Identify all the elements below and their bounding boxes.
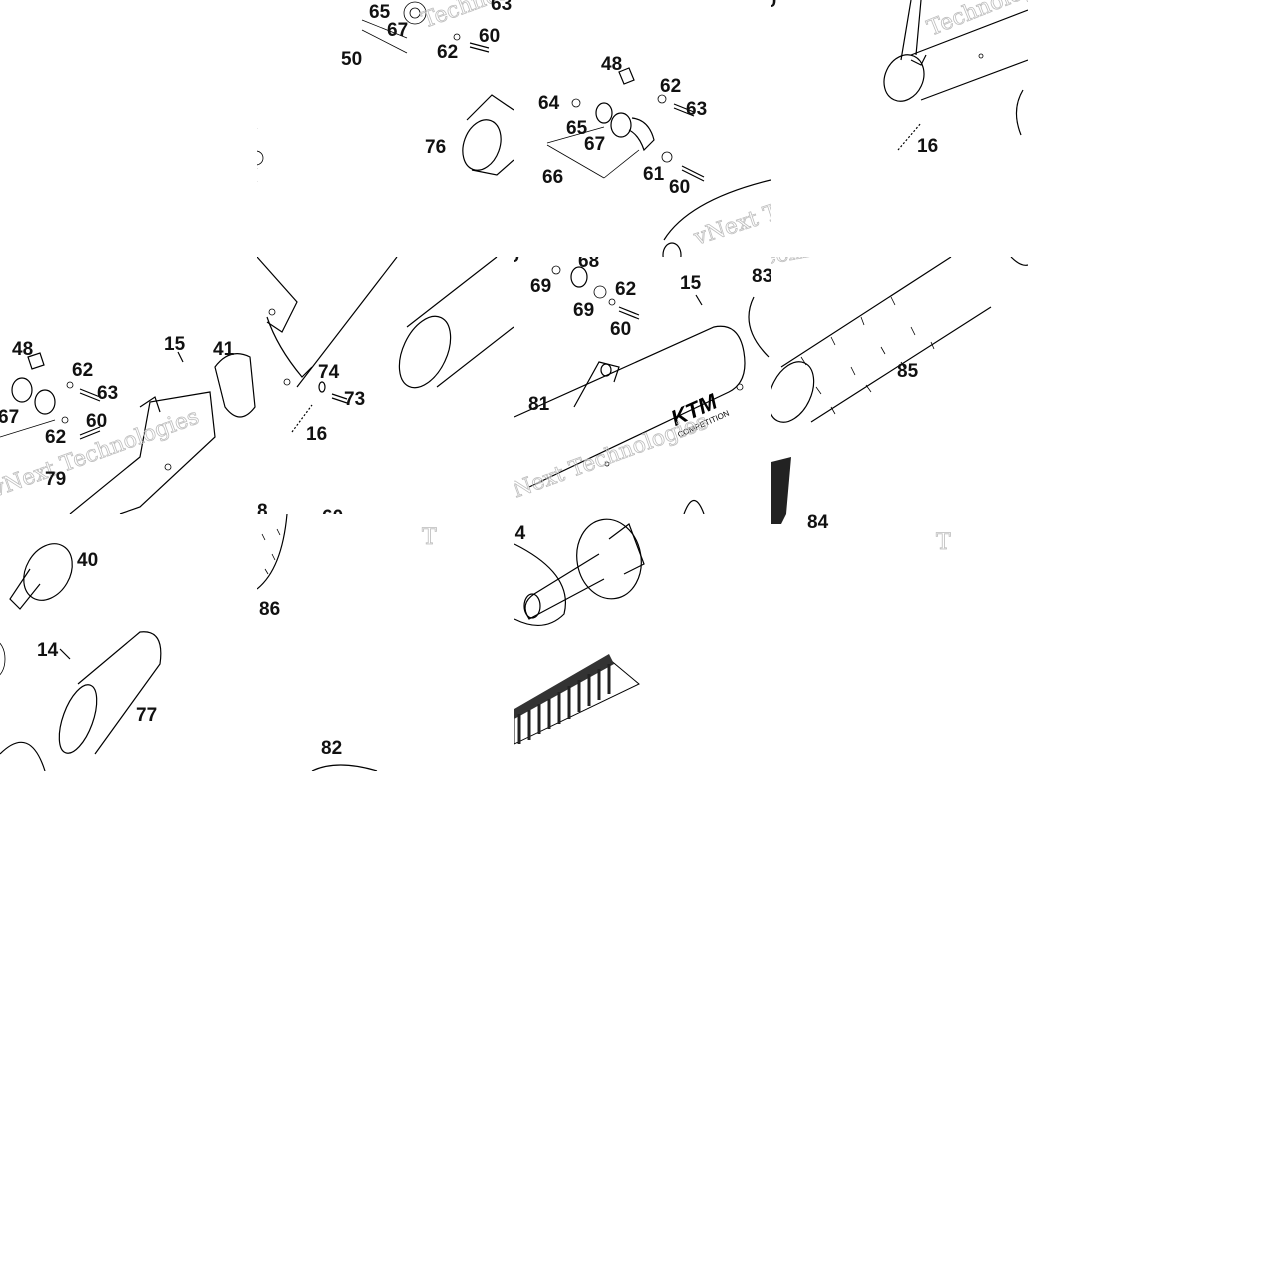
callout: 83 [752, 266, 771, 287]
callout: 60 [669, 177, 690, 198]
bracket-drawing [546, 67, 771, 257]
pipe-clamp-drawing [257, 257, 514, 433]
tile-r2-c0: 40 14 77 [0, 514, 257, 771]
callout: 62 [72, 360, 93, 381]
callout: 79 [45, 469, 66, 490]
muffler-body-drawing [514, 265, 770, 514]
callout: 40 [771, 0, 776, 12]
pipe-flange-drawing [361, 1, 514, 176]
tile-r1-c3: Technologies 85 [771, 257, 1028, 514]
callout: 73 [344, 389, 365, 410]
end-cap-drawing [0, 543, 162, 771]
packing-sleeve-drawing [771, 257, 1028, 514]
core-edge-drawing: T [771, 514, 951, 555]
callout: 48 [12, 339, 33, 360]
watermark-fragment: T [422, 525, 437, 550]
tile-r1-c2: KTM COMPETITION vNext Technologies 69 68… [514, 257, 771, 514]
callout: 62 [615, 279, 636, 300]
watermark: vNext Technologies [514, 409, 711, 508]
tile-r0-c1: 64 65 51 48 52 64 52 [257, 0, 514, 257]
callout: 50 [341, 49, 362, 70]
callout: 62 [45, 427, 66, 448]
callout: 15 [680, 273, 702, 294]
tile-r2-c1: T 86 82 [257, 514, 514, 771]
callout: 84 [514, 523, 526, 544]
callout: 81 [528, 394, 550, 415]
callout: 82 [321, 738, 342, 759]
perforated-core [514, 654, 640, 745]
mount-drawing [0, 351, 256, 514]
tile-r1-c0: vNext Technologies 48 62 63 67 60 62 15 … [0, 257, 257, 514]
tile-r2-c2: 84 [514, 514, 771, 771]
callout: 60 [322, 507, 343, 514]
silencer-end-drawing [883, 0, 1028, 151]
callout: 67 [0, 407, 19, 428]
callout: 67 [387, 20, 408, 41]
callout: 62 [660, 76, 681, 97]
callout: 65 [566, 118, 588, 139]
inner-tube-drawing [514, 518, 645, 745]
callout: 67 [584, 134, 605, 155]
tile-r0-c0 [0, 0, 257, 257]
tile-r1-c1: 74 73 16 8 60 [257, 257, 514, 514]
bolt-drawing [257, 128, 264, 182]
callout: 65 [369, 2, 391, 23]
callout: 74 [318, 362, 340, 383]
callout: 16 [306, 424, 327, 445]
callout: 69 [530, 276, 551, 297]
callout: 60 [479, 26, 500, 47]
tile-r0-c1-b: Technologies 65 67 50 62 60 76 63 [257, 0, 514, 257]
watermark: Technologies [771, 257, 895, 273]
watermark: Technologies [924, 0, 1028, 42]
callout: 48 [601, 54, 622, 75]
tile-r0-c3: Technologies 16 40 [771, 0, 1028, 257]
callout: 77 [136, 705, 157, 726]
callout: 63 [97, 383, 118, 404]
callout: 84 [807, 514, 829, 533]
callout: 68 [578, 257, 599, 272]
callout: 40 [514, 257, 519, 267]
callout: 63 [491, 0, 512, 15]
callout: 76 [425, 137, 446, 158]
callout: 86 [259, 599, 280, 620]
tile-r0-c2: vNext Technologies 48 62 64 63 65 67 66 … [514, 0, 771, 257]
callout: 69 [573, 300, 594, 321]
callout: 61 [643, 164, 665, 185]
callout: 14 [37, 640, 59, 661]
callout: 64 [538, 93, 560, 114]
callout: 8 [257, 501, 268, 514]
callout: 40 [77, 550, 98, 571]
callout: 15 [164, 334, 186, 355]
sleeve-end-drawing: T [257, 514, 437, 771]
tile-r2-c3: T 84 [771, 514, 1028, 771]
callout: 16 [917, 136, 938, 157]
callout: 85 [897, 361, 919, 382]
callout: 60 [610, 319, 631, 340]
callout: 66 [542, 167, 563, 188]
callout: 62 [437, 42, 458, 63]
watermark-fragment: T [936, 530, 951, 555]
callout: 41 [213, 339, 235, 360]
callout: 60 [86, 411, 107, 432]
callout: 63 [686, 99, 707, 120]
